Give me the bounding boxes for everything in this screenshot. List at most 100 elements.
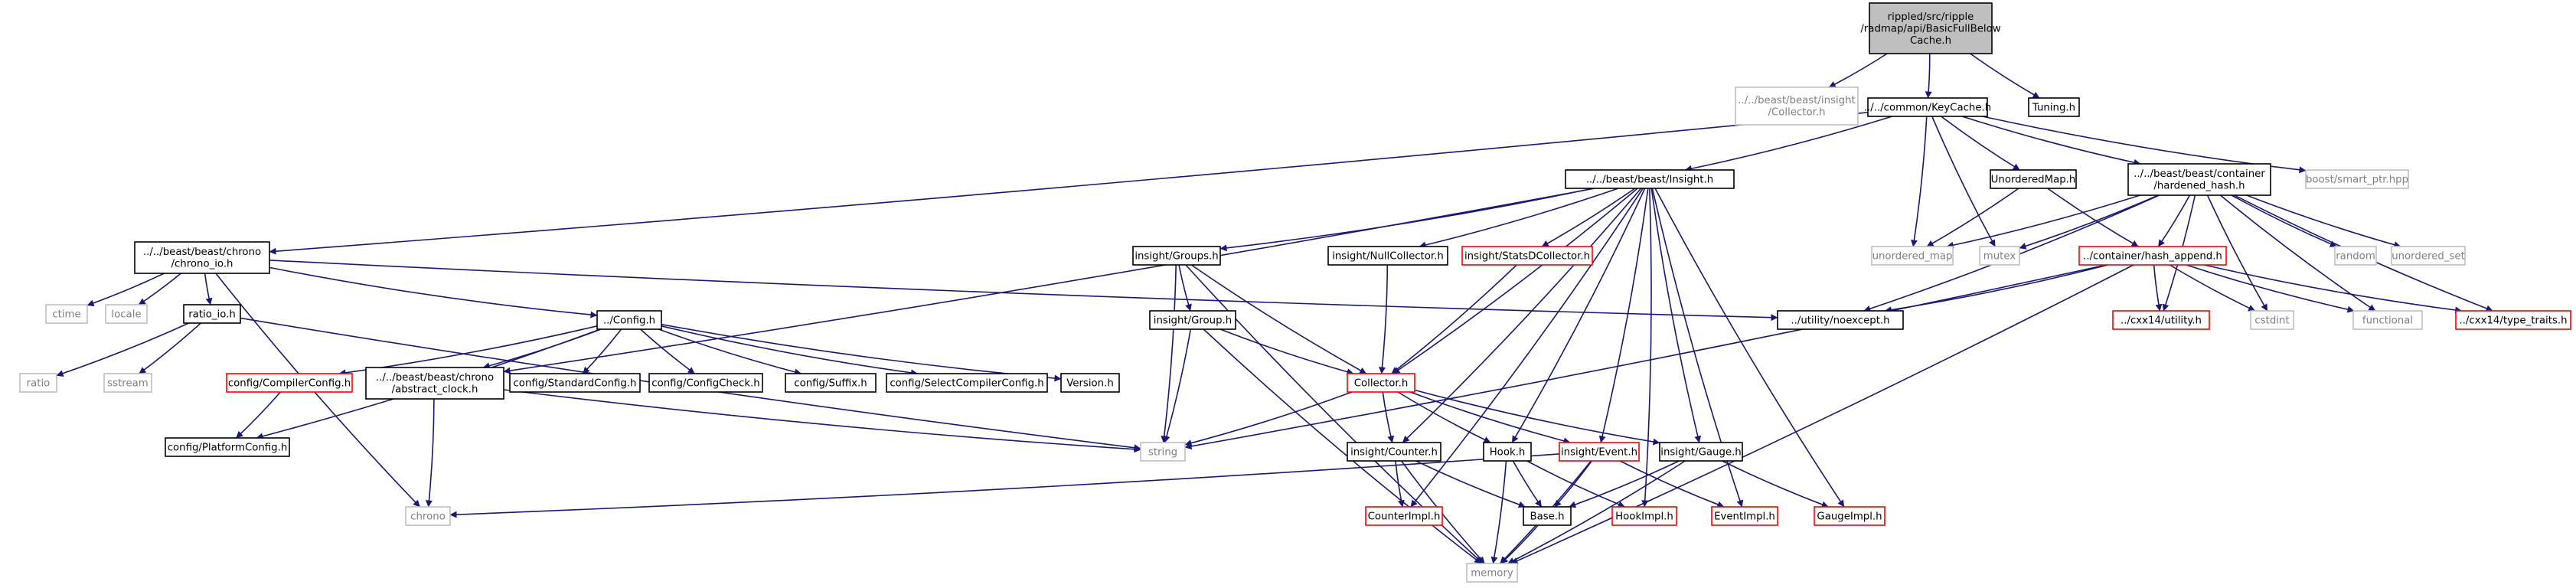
- edge-hardened_hash-to-mutex: [2019, 194, 2159, 250]
- node-label-locale: locale: [111, 309, 141, 320]
- node-label-hookimpl: HookImpl.h: [1615, 511, 1673, 522]
- edge-keycache-to-chrono_io: [269, 112, 1869, 255]
- node-insight_group[interactable]: insight/Group.h: [1149, 310, 1236, 330]
- node-counterimpl[interactable]: CounterImpl.h: [1365, 506, 1443, 526]
- node-insight_groups[interactable]: insight/Groups.h: [1132, 246, 1221, 266]
- node-box-gaugeimpl: [1814, 506, 1885, 526]
- node-string: string: [1140, 442, 1186, 462]
- node-keycache[interactable]: ../../common/KeyCache.h: [1864, 97, 1991, 117]
- node-label-config_check: config/ConfigCheck.h: [651, 377, 759, 389]
- edge-collector_h-to-string: [1184, 391, 1353, 446]
- node-unordered_set: unordered_set: [2391, 246, 2466, 266]
- node-platform_config[interactable]: config/PlatformConfig.h: [165, 437, 290, 457]
- node-hook_h[interactable]: Hook.h: [1483, 442, 1532, 462]
- node-label-insight_event: insight/Event.h: [1561, 446, 1637, 458]
- edge-keycache-to-unorderedmap_h: [1941, 116, 2020, 171]
- node-noexcept[interactable]: ../utility/noexcept.h: [1777, 310, 1904, 330]
- edge-hardened_hash-to-random: [2231, 194, 2337, 247]
- edge-hardened_hash-to-cstdint: [2206, 194, 2268, 312]
- node-compiler_config[interactable]: config/CompilerConfig.h: [226, 373, 353, 393]
- node-box-keycache: [1867, 97, 1988, 117]
- node-label-ratio: ratio: [27, 377, 51, 389]
- node-insight_event[interactable]: insight/Event.h: [1559, 442, 1640, 462]
- node-label-insight_h: ../../beast/beast/Insight.h: [1586, 174, 1713, 185]
- node-unorderedmap_h[interactable]: UnorderedMap.h: [1990, 169, 2077, 189]
- node-base_h[interactable]: Base.h: [1523, 506, 1572, 526]
- node-cxx14_type_traits[interactable]: ../cxx14/type_traits.h: [2455, 310, 2571, 330]
- edge-insight_h-to-insight_counter: [1402, 188, 1642, 443]
- node-gaugeimpl[interactable]: GaugeImpl.h: [1814, 506, 1885, 526]
- node-label-insight_gauge: insight/Gauge.h: [1660, 446, 1741, 458]
- node-insight_h[interactable]: ../../beast/beast/Insight.h: [1565, 169, 1735, 189]
- node-cstdint: cstdint: [2250, 310, 2294, 330]
- node-abstract_clock[interactable]: ../../beast/beast/chrono/abstract_clock.…: [365, 367, 504, 400]
- node-cxx14_utility[interactable]: ../cxx14/utility.h: [2112, 310, 2210, 330]
- node-root[interactable]: rippled/src/ripple/radmap/api/BasicFullB…: [1860, 2, 2001, 54]
- node-insight_nullcollector[interactable]: insight/NullCollector.h: [1327, 246, 1448, 266]
- edge-root-to-tuning: [1970, 53, 2040, 99]
- node-ratio_io[interactable]: ratio_io.h: [183, 304, 241, 324]
- edge-insight_groups-to-string: [1161, 264, 1177, 443]
- edge-insight_h-to-hookimpl: [1641, 188, 1652, 508]
- node-box-insight_counter: [1347, 442, 1441, 462]
- edge-insight_counter-to-base_h: [1415, 460, 1526, 508]
- node-tuning[interactable]: Tuning.h: [2028, 97, 2080, 117]
- node-label-hook_h: Hook.h: [1490, 446, 1526, 458]
- node-label-tuning: Tuning.h: [2032, 102, 2075, 113]
- edge-root-to-keycache: [1925, 53, 1932, 99]
- node-config_h[interactable]: ../Config.h: [596, 310, 662, 330]
- edge-base_h-to-memory: [1500, 524, 1539, 564]
- node-version_h[interactable]: Version.h: [1060, 373, 1120, 393]
- node-collector_h[interactable]: Collector.h: [1347, 373, 1415, 393]
- node-insight_gauge[interactable]: insight/Gauge.h: [1659, 442, 1743, 462]
- node-box-insight_groups: [1132, 246, 1221, 266]
- edge-chrono_io-to-config_h: [269, 266, 598, 318]
- node-label-cstdint: cstdint: [2254, 315, 2289, 326]
- edge-chrono_io-to-ratio_io: [204, 273, 213, 305]
- node-functional: functional: [2352, 310, 2423, 330]
- edge-collector_h-to-insight_event: [1409, 391, 1571, 445]
- edge-config_h-to-standard_config: [582, 328, 622, 374]
- node-label-chrono: chrono: [410, 511, 446, 522]
- node-config_check[interactable]: config/ConfigCheck.h: [648, 373, 763, 393]
- node-box-platform_config: [165, 437, 290, 457]
- node-box-mutex: [1979, 246, 2020, 266]
- node-box-chrono: [405, 506, 451, 526]
- edge-insight_groups-to-collector_h: [1190, 264, 1367, 374]
- node-box-ratio_io: [183, 304, 241, 324]
- node-box-memory: [1466, 563, 1518, 583]
- edge-collector_h-to-insight_counter: [1382, 391, 1395, 443]
- node-eventimpl[interactable]: EventImpl.h: [1711, 506, 1778, 526]
- node-label-eventimpl: EventImpl.h: [1714, 511, 1775, 522]
- edge-insight_event-to-base_h: [1554, 460, 1592, 508]
- node-label-counterimpl: CounterImpl.h: [1368, 511, 1441, 522]
- node-standard_config[interactable]: config/StandardConfig.h: [509, 373, 641, 393]
- node-insight_statsd[interactable]: insight/StatsDCollector.h: [1461, 246, 1593, 266]
- node-box-tuning: [2028, 97, 2080, 117]
- edge-ratio_io-to-ratio: [56, 322, 190, 377]
- node-chrono_io[interactable]: ../../beast/beast/chrono/chrono_io.h: [134, 241, 270, 274]
- node-label-platform_config: config/PlatformConfig.h: [168, 442, 288, 453]
- node-label-root: rippled/src/ripple: [1888, 11, 1974, 23]
- node-boost_smart_ptr: boost/smart_ptr.hpp: [2305, 169, 2409, 189]
- edge-insight_group-to-memory: [1203, 328, 1482, 564]
- node-hookimpl[interactable]: HookImpl.h: [1611, 506, 1677, 526]
- edge-insight_h-to-gaugeimpl: [1654, 188, 1845, 508]
- node-label-mutex: mutex: [1983, 250, 2016, 262]
- node-select_compiler[interactable]: config/SelectCompilerConfig.h: [886, 373, 1048, 393]
- node-box-unordered_map: [1871, 246, 1954, 266]
- edges-layer: [56, 53, 2493, 564]
- node-insight_counter[interactable]: insight/Counter.h: [1347, 442, 1441, 462]
- node-hardened_hash[interactable]: ../../beast/beast/container/hardened_has…: [2127, 163, 2271, 196]
- node-box-abstract_clock: [365, 367, 504, 400]
- edge-insight_gauge-to-base_h: [1569, 460, 1680, 508]
- edge-hardened_hash-to-functional: [2219, 194, 2376, 312]
- edge-abstract_clock-to-string: [503, 389, 1141, 453]
- edge-keycache-to-unordered_map: [1911, 116, 1928, 247]
- node-label-insight_nullcollector: insight/NullCollector.h: [1332, 250, 1444, 262]
- edge-hash_append-to-cstdint: [2169, 264, 2256, 312]
- node-box-insight_gauge: [1659, 442, 1743, 462]
- node-config_suffix[interactable]: config/Suffix.h: [785, 373, 877, 393]
- edge-chrono_io-to-locale: [138, 273, 181, 305]
- node-hash_append[interactable]: ../container/hash_append.h: [2078, 246, 2227, 266]
